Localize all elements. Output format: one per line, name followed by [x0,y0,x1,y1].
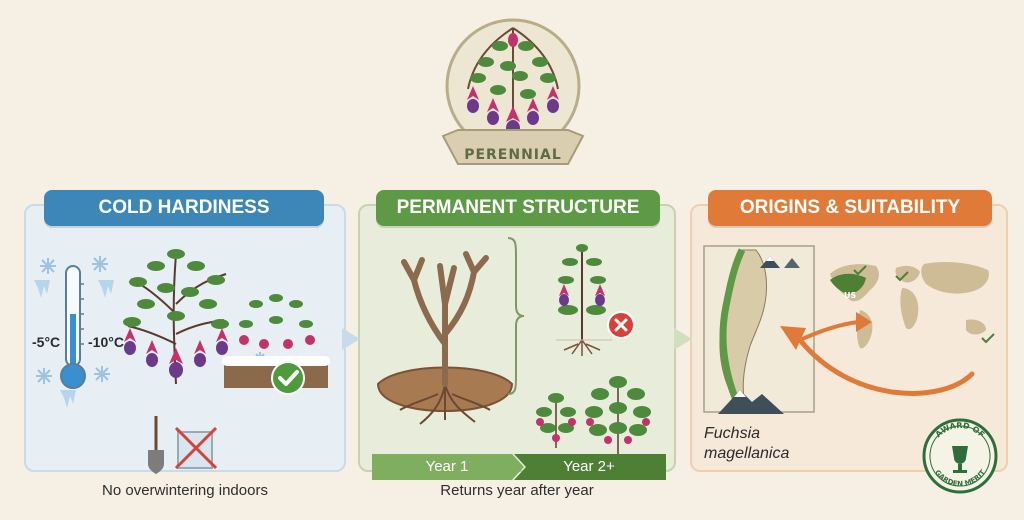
shrub-icon [536,376,651,454]
mountain-icon [718,390,784,414]
permanent-structure-caption: Returns year after year [440,482,594,499]
curved-arrow-icon [780,312,975,396]
bracket-icon [507,237,525,395]
perennial-label: PERENNIAL [464,147,562,163]
cold-hardiness-caption: No overwintering indoors [102,482,268,499]
check-icon [271,361,305,395]
permanent-structure-title: PERMANENT STRUCTURE [376,190,660,226]
origins-suitability-title: ORIGINS & SUITABILITY [708,190,992,226]
award-seal-icon: AWARD OF GARDEN MERIT [922,418,998,494]
seedling-icon [556,244,612,356]
cross-icon [607,311,635,339]
arrow-right-icon [674,328,692,350]
timeline-bar [372,454,666,480]
timeline-year-1: Year 1 [425,458,469,475]
thermometer-icon [60,265,86,389]
woody-stems-icon [376,251,514,425]
species-name: Fuchsia magellanica [704,425,790,462]
arrow-right-icon [342,328,360,350]
shovel-icon [148,416,164,474]
temp-label-minus-10: -10°C [88,334,124,350]
us-map-label: US [844,291,857,300]
world-map-icon [830,262,995,349]
crossed-pot-icon [174,426,218,470]
fuchsia-shrub-icon [123,249,330,388]
fuchsia-basket-icon [441,18,585,165]
timeline-year-2: Year 2+ [563,458,615,475]
temp-label-minus-5: -5°C [32,334,61,350]
cold-hardiness-title: COLD HARDINESS [44,190,324,226]
